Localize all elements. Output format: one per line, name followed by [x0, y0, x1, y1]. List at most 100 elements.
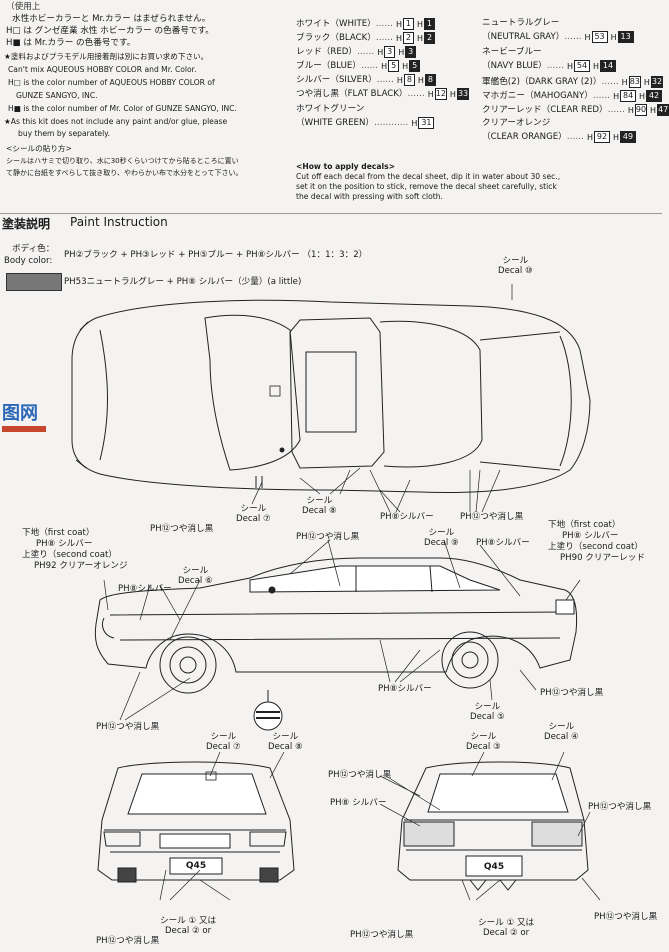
color-name: （NEUTRAL GRAY）: [482, 31, 565, 42]
decal5-jp: シール: [474, 702, 501, 712]
decal6-jp: シール: [182, 566, 209, 576]
second-coat-l-label: 上塗り（second coat）: [22, 550, 117, 560]
silver-top-label: PH⑧シルバー: [380, 512, 434, 522]
top-view: [71, 299, 591, 493]
color-name: つや消し黒（FLAT BLACK）: [296, 88, 408, 99]
h-prefix: H: [377, 47, 384, 57]
flat-black-rear-b2: PH⑫つや消し黒: [594, 912, 658, 922]
aqueous-note-jp: H□ は グンゼ産業 水性 ホビーカラー の色番号です。: [6, 26, 214, 36]
aqueous-number: 54: [573, 60, 590, 72]
rear-plate: Q45: [483, 862, 505, 872]
white-green-jp: ホワイトグリーン: [296, 104, 365, 114]
decal-howto-l3: the decal with pressing with soft cloth.: [296, 192, 443, 201]
color-name: レッド（RED）: [296, 46, 357, 57]
silver-side-l: PH⑧シルバー: [118, 584, 172, 594]
decal8-jp: シール: [306, 496, 333, 506]
rear-view: [397, 761, 589, 891]
color-name: 軍艦色(2)（DARK GRAY (2)）: [482, 76, 602, 87]
first-coat-left: 下地（first coat） PH⑧ シルバー 上塗り（second coat）…: [22, 528, 128, 572]
watermark-text: 图网: [2, 403, 38, 424]
decal5-en: Decal ⑤: [470, 712, 505, 722]
h-prefix: H: [650, 105, 657, 115]
body-color-label-en: Body color:: [4, 256, 53, 266]
color-name: シルバー（SILVER）: [296, 74, 377, 85]
color-name: （NAVY BLUE）: [482, 60, 547, 71]
decal-howto-l2: set it on the position to stick, remove …: [296, 182, 557, 191]
lower-body-swatch: [6, 273, 62, 291]
leader-dots: ……: [564, 31, 582, 42]
front-view: [97, 761, 295, 883]
section-divider: [0, 213, 662, 214]
mrcolor-number: 8: [424, 74, 436, 86]
aqueous-number: 83: [628, 76, 641, 88]
h-prefix: H: [416, 19, 423, 29]
decal7-front-jp: シール: [210, 732, 237, 742]
second-coat-r-label: 上塗り（second coat）: [548, 542, 643, 552]
decal-howto-jp-1: シールはハサミで切り取り、水に30秒くらいつけてから貼るところに置い: [6, 157, 239, 165]
usage-note: （使用上: [6, 2, 41, 12]
color-name: マホガニー（MAHOGANY）: [482, 90, 593, 101]
lower-body-formula: PH53ニュートラルグレー + PH⑧ シルバー（少量）(a little): [64, 277, 302, 287]
silver-bottom: PH⑧シルバー: [378, 684, 432, 694]
h-prefix: H: [613, 91, 620, 101]
aqueous-number: 90: [634, 104, 648, 116]
leader-dots: ……: [566, 131, 584, 142]
decal9-en: Decal ⑨: [424, 538, 459, 548]
aqueous-note-en: H□ is the color number of AQUEOUS HOBBY …: [8, 78, 215, 87]
mrcolor-number: 32: [650, 76, 664, 88]
paint-note-jp: ★塗料およびプラモデル用接着剤は別にお買い求め下さい。: [4, 52, 209, 61]
aqueous-number: 92: [593, 131, 610, 143]
color-name: クリアーレッド（CLEAR RED）: [482, 104, 608, 115]
leader-dots: ……: [592, 90, 611, 101]
decal8-en: Decal ⑧: [302, 506, 337, 516]
decal-howto-l1: Cut off each decal from the decal sheet,…: [296, 172, 561, 181]
white-green-num: 31: [418, 117, 435, 129]
h-prefix: H: [643, 77, 650, 87]
flat-black-top-1: PH⑫つや消し黒: [460, 512, 524, 522]
leader-dots: ……: [357, 46, 375, 57]
decal3-jp: シール: [470, 732, 497, 742]
leader-dots: ……: [375, 18, 393, 29]
h-prefix: H: [566, 61, 573, 71]
aqueous-number: 8: [403, 74, 415, 86]
aqueous-number: 53: [591, 31, 608, 43]
h-prefix: H: [417, 33, 424, 43]
h-prefix: H: [395, 19, 402, 29]
decal-howto-jp-title: <シールの貼り方>: [6, 144, 72, 153]
color-name-jp: ニュートラルグレー: [482, 18, 560, 28]
mrcolor-number: 5: [409, 60, 421, 72]
mrcolor-number: 3: [405, 46, 417, 58]
color-name-jp: ネービーブルー: [482, 47, 542, 57]
h-prefix: H: [610, 32, 617, 42]
mrcolor-number: 14: [600, 60, 616, 72]
flat-black-front-b: PH⑫つや消し黒: [96, 936, 160, 946]
leader-dots: ……: [546, 60, 564, 71]
second-coat-l-value: PH92 クリアーオレンジ: [34, 561, 128, 571]
decal1or2-front-jp: シール ① 又は: [160, 916, 217, 926]
leader-dots: ……: [376, 74, 394, 85]
flat-black-right: PH⑫つや消し黒: [540, 688, 604, 698]
first-coat-r-label: 下地（first coat）: [548, 520, 621, 530]
h-prefix: H: [639, 91, 646, 101]
aqueous-number: 5: [388, 60, 400, 72]
first-coat-right: 下地（first coat） PH⑧ シルバー 上塗り（second coat）…: [548, 520, 645, 564]
flat-black-side: PH⑫つや消し黒: [296, 532, 360, 542]
mix-note-jp: 水性ホビーカラーと Mr.カラー はまぜられません。: [12, 14, 211, 24]
first-coat-l-value: PH⑧ シルバー: [36, 539, 93, 549]
h-prefix: H: [417, 75, 424, 85]
h-prefix: H: [381, 61, 388, 71]
aqueous-number: 84: [620, 90, 637, 102]
decal-howto-title: <How to apply decals>: [296, 162, 395, 171]
mix-note-en: Can't mix AQUEOUS HOBBY COLOR and Mr. Co…: [8, 65, 197, 74]
